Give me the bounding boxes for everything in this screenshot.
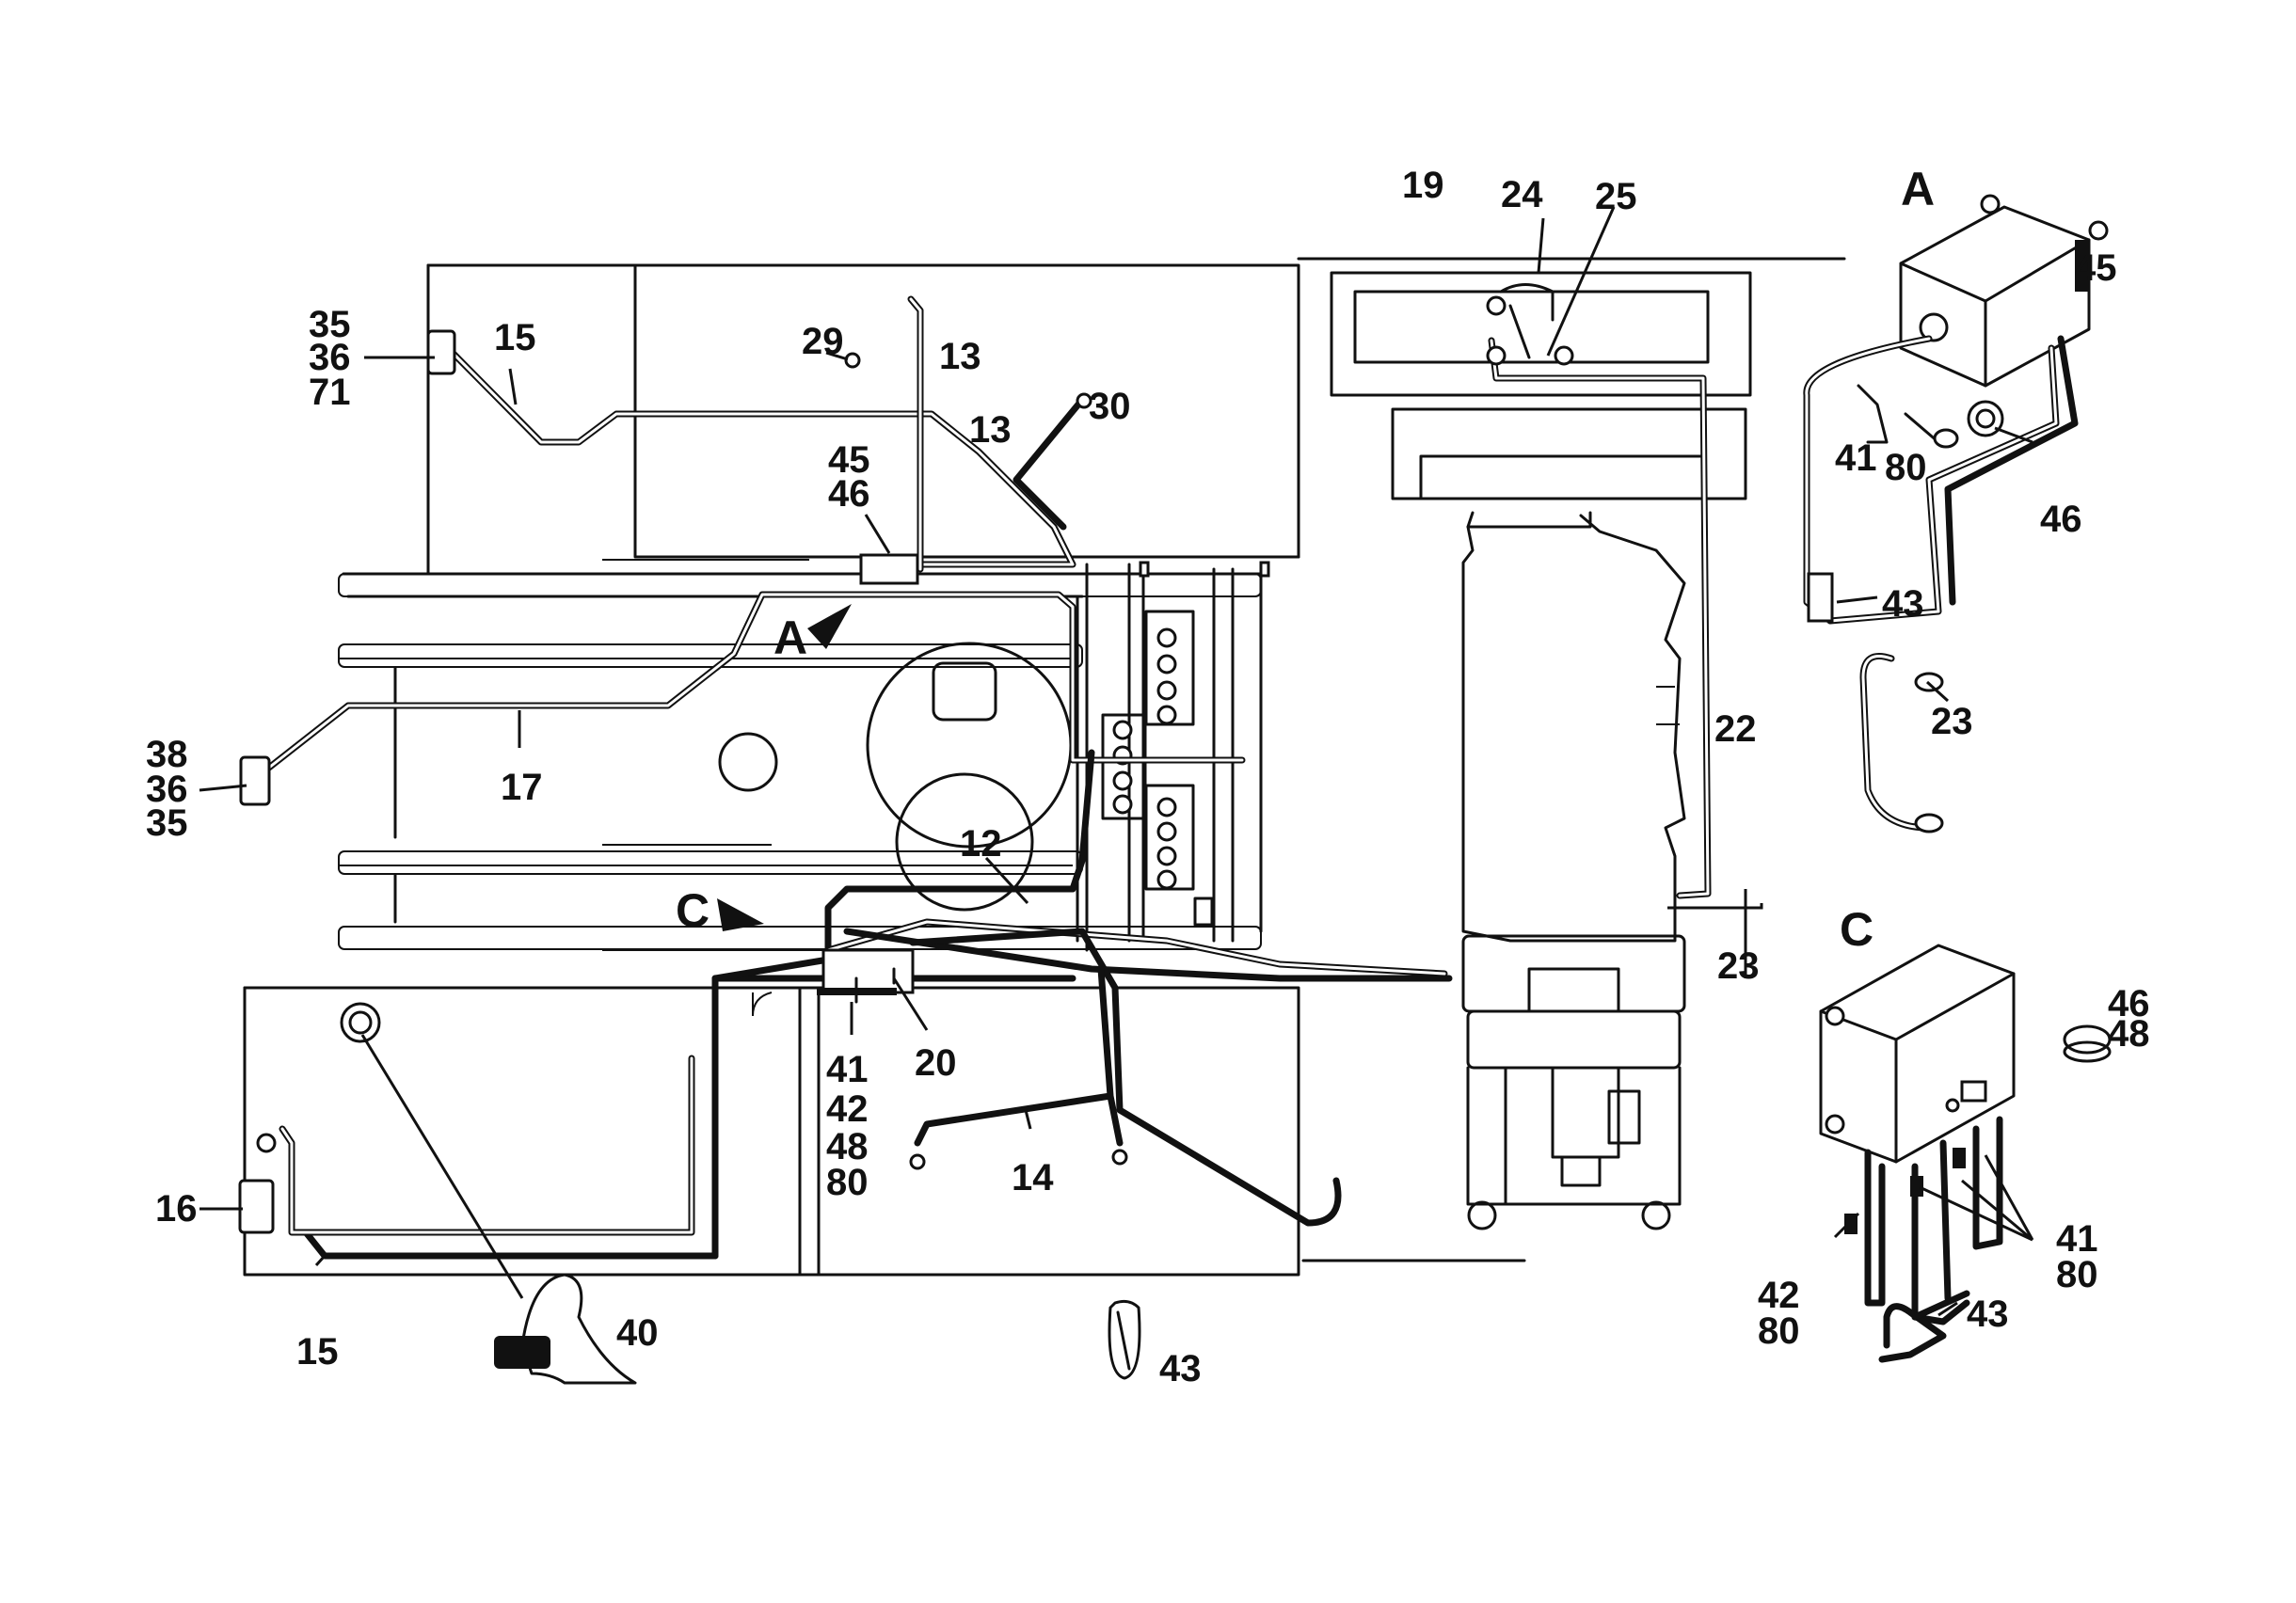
part-label-45: 45 <box>2075 247 2117 289</box>
part-label-43: 43 <box>1159 1348 1202 1389</box>
part-label-19: 19 <box>1402 165 1444 206</box>
part-label-80: 80 <box>826 1162 869 1203</box>
detail-a <box>1803 194 2109 833</box>
engine-assembly <box>1330 271 1752 1230</box>
junction-boxes <box>817 553 919 1004</box>
part-label-23: 23 <box>1931 701 1973 742</box>
detail-c-title: C <box>1840 903 1873 956</box>
view-arrow-c <box>717 898 764 931</box>
part-label-13: 13 <box>939 336 981 377</box>
part-label-42: 42 <box>826 1088 869 1130</box>
part-label-15: 15 <box>296 1331 339 1373</box>
part-label-45: 45 <box>828 439 870 481</box>
part-label-40: 40 <box>616 1312 659 1354</box>
part-label-48: 48 <box>826 1126 869 1167</box>
part-label-12: 12 <box>960 823 1002 865</box>
terminal-blocks <box>1101 610 1214 927</box>
part-label-13: 13 <box>969 409 1012 451</box>
part-label-80: 80 <box>2056 1254 2098 1295</box>
leader-lines <box>199 206 2034 1317</box>
part-label-17: 17 <box>501 767 543 808</box>
part-label-41: 41 <box>1835 437 1877 479</box>
part-label-80: 80 <box>1885 447 1927 488</box>
part-label-24: 24 <box>1501 174 1543 215</box>
part-label-80: 80 <box>1758 1310 1800 1352</box>
part-label-16: 16 <box>155 1188 198 1230</box>
part-label-35: 35 <box>309 304 351 345</box>
part-label-29: 29 <box>802 321 844 362</box>
view-arrow-a-label: A <box>773 611 807 664</box>
part-label-46: 46 <box>2040 499 2082 540</box>
part-label-35: 35 <box>146 802 188 844</box>
harness-wires <box>248 295 1712 1260</box>
detail-a-title: A <box>1901 163 1935 215</box>
part-label-42: 42 <box>1758 1275 1800 1316</box>
part-label-41: 41 <box>2056 1218 2098 1260</box>
part-label-46: 46 <box>2108 983 2150 1024</box>
part-label-43: 43 <box>1882 583 1924 625</box>
part-label-46: 46 <box>828 473 870 515</box>
part-label-25: 25 <box>1595 176 1637 217</box>
part-label-48: 48 <box>2108 1013 2150 1055</box>
view-markers: A C A C <box>676 163 1935 956</box>
detail-c <box>1819 944 2112 1363</box>
part-label-36: 36 <box>309 337 351 378</box>
part-label-15: 15 <box>494 317 536 358</box>
view-arrow-a <box>807 604 852 649</box>
part-label-22: 22 <box>1714 708 1757 750</box>
part-label-30: 30 <box>1089 386 1131 427</box>
part-label-41: 41 <box>826 1049 869 1090</box>
components <box>238 283 1574 1385</box>
callout-labels: 35 36 71 15 29 13 13 30 45 46 38 36 35 1… <box>146 165 2150 1389</box>
part-label-43: 43 <box>1967 1294 2009 1335</box>
part-label-14: 14 <box>1012 1157 1054 1198</box>
part-label-36: 36 <box>146 769 188 810</box>
chassis-outline <box>243 257 1846 1277</box>
part-label-38: 38 <box>146 734 188 775</box>
part-label-20: 20 <box>915 1042 957 1084</box>
view-arrow-c-label: C <box>676 884 710 937</box>
part-label-71: 71 <box>309 372 351 413</box>
part-label-23: 23 <box>1717 945 1760 987</box>
